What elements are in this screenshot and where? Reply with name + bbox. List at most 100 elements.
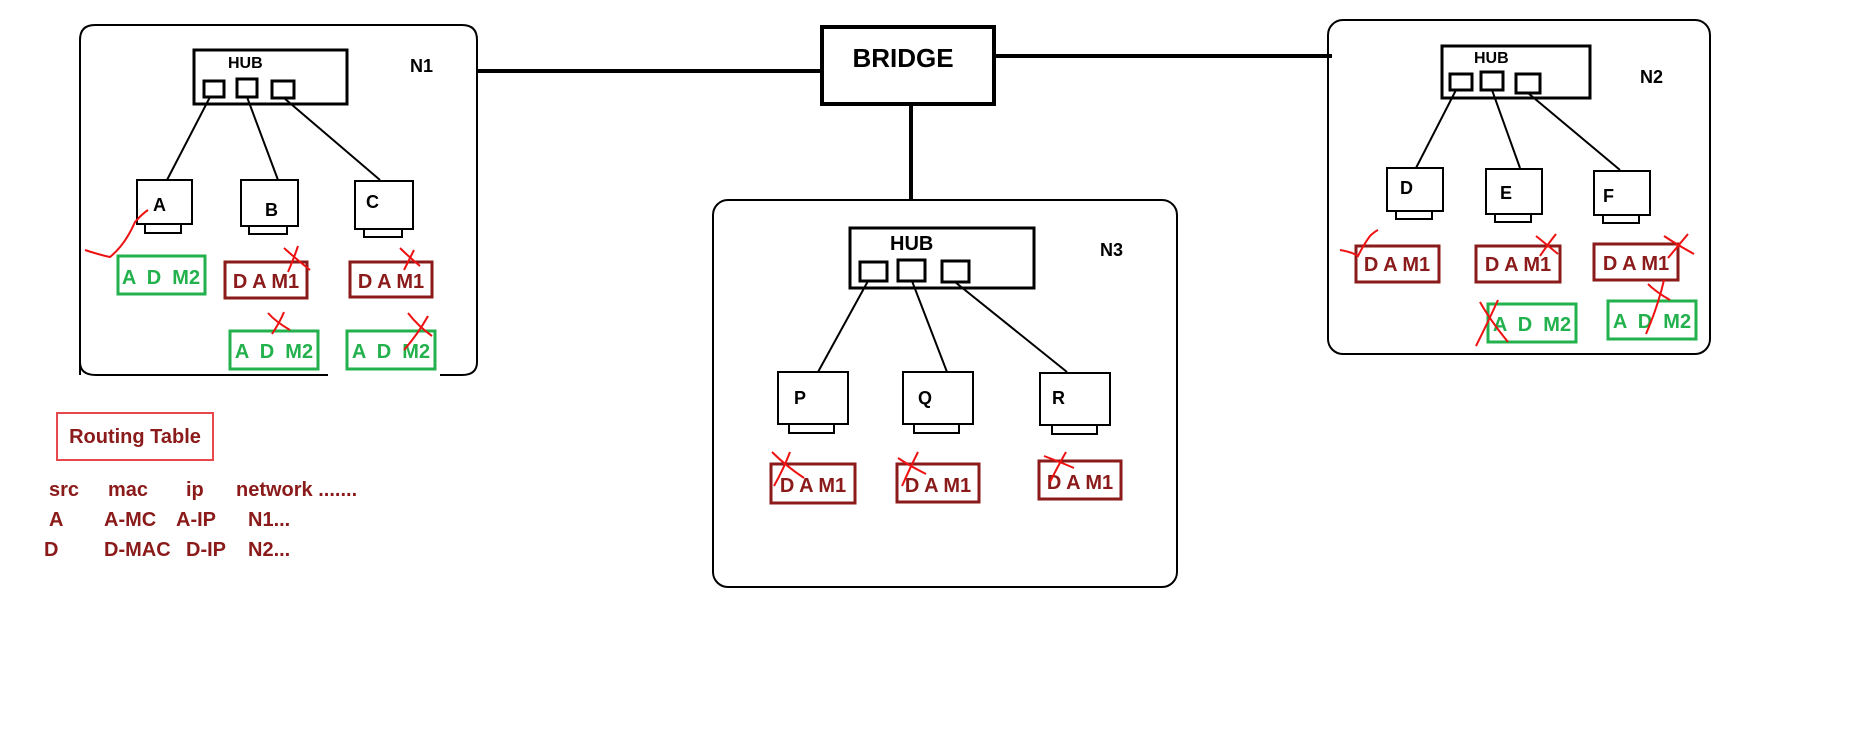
packet-d-m1-label: D A M1 — [1364, 254, 1430, 276]
cable-n3-r — [954, 281, 1068, 373]
host-b-base — [248, 225, 288, 235]
packet-f-m1-label: D A M1 — [1603, 253, 1669, 275]
host-p-label: P — [794, 388, 806, 408]
hub-port-n1-1 — [202, 79, 226, 99]
host-e-label: E — [1500, 183, 1512, 203]
routing-header-mac: mac — [108, 479, 149, 501]
routing-table-title-box — [56, 412, 214, 461]
cable-n1-b — [246, 96, 279, 181]
routing-header-ip: ip — [186, 479, 204, 501]
host-q-base — [913, 423, 960, 434]
hub-label-n3: HUB — [890, 233, 933, 255]
packet-e-m2-label: A D M2 — [1493, 314, 1571, 336]
packet-c-m2 — [345, 329, 437, 371]
tick-mark-d — [1339, 229, 1379, 258]
bridge-box — [820, 25, 996, 106]
routing-row-1-src: A — [49, 509, 64, 531]
cross-mark-f-m2 — [1645, 279, 1671, 335]
routing-row-2-src: D — [44, 539, 59, 561]
hub-n3 — [848, 226, 1036, 290]
host-d — [1386, 167, 1444, 212]
host-d-base — [1395, 210, 1433, 220]
packet-f-m2-label: A D M2 — [1613, 311, 1691, 333]
host-r-label: R — [1052, 388, 1065, 408]
cable-n1-a — [166, 96, 211, 181]
host-a-base — [144, 223, 182, 234]
packet-q-m1 — [895, 462, 981, 504]
host-c — [354, 180, 414, 230]
packet-c-m2-label: A D M2 — [352, 341, 430, 363]
network-n3-boundary — [712, 199, 1178, 588]
packet-b-m2-label: A D M2 — [235, 341, 313, 363]
network-label-n2: N2 — [1640, 67, 1663, 87]
routing-row-1-mac: A-MC — [104, 509, 157, 531]
packet-p-m1 — [769, 462, 857, 505]
packet-r-m1-label: D A M1 — [1047, 472, 1113, 494]
host-e — [1485, 168, 1543, 215]
routing-row-1-network: N1... — [248, 509, 291, 531]
packet-r-m1 — [1037, 459, 1123, 501]
cable-n2-f — [1527, 92, 1621, 171]
cross-mark-q — [897, 451, 927, 487]
host-f-base — [1602, 214, 1640, 224]
hub-label-n2: HUB — [1474, 50, 1509, 67]
hub-label-n1: HUB — [228, 55, 263, 72]
host-q — [902, 371, 974, 425]
host-b — [240, 179, 299, 227]
cross-mark-b-m1 — [283, 245, 311, 273]
packet-e-m1-label: D A M1 — [1485, 254, 1551, 276]
packet-b-m1-label: D A M1 — [233, 271, 299, 293]
routing-row-2-network: N2... — [248, 539, 291, 561]
hub-port-n3-2 — [896, 258, 927, 283]
packet-f-m2 — [1606, 299, 1698, 341]
host-b-label: B — [265, 200, 278, 220]
cable-n3-q — [911, 280, 948, 373]
network-n2-boundary — [1327, 19, 1711, 355]
host-c-base — [363, 228, 403, 238]
host-r — [1039, 372, 1111, 426]
host-f-label: F — [1603, 186, 1614, 206]
bridge-label: BRIDGE — [852, 43, 953, 73]
hub-port-n2-1 — [1448, 72, 1474, 92]
network-label-n1: N1 — [410, 56, 433, 76]
packet-e-m1 — [1474, 244, 1562, 284]
routing-header-src: src — [49, 479, 80, 501]
cross-mark-f-m1 — [1663, 233, 1695, 259]
host-f — [1593, 170, 1651, 216]
cable-n3-p — [817, 280, 869, 373]
cross-mark-e-m1 — [1535, 233, 1559, 257]
cable-n1-c — [283, 97, 381, 181]
host-e-base — [1494, 213, 1532, 223]
packet-f-m1 — [1592, 242, 1680, 282]
packet-b-m1 — [223, 260, 309, 300]
host-q-label: Q — [918, 388, 932, 408]
cross-mark-e-m2 — [1475, 299, 1509, 347]
host-r-base — [1051, 424, 1098, 435]
host-p — [777, 371, 849, 425]
routing-header-network: network ....... — [236, 479, 358, 501]
packet-a-m2-label: A D M2 — [122, 267, 200, 289]
host-d-label: D — [1400, 178, 1413, 198]
routing-row-2-mac: D-MAC — [104, 539, 171, 561]
host-p-base — [788, 423, 835, 434]
cross-mark-c-m2 — [403, 312, 433, 351]
packet-c-m1-label: D A M1 — [358, 271, 424, 293]
network-label-n3: N3 — [1100, 240, 1123, 260]
routing-table-title: Routing Table — [69, 426, 201, 448]
hub-port-n1-3 — [270, 79, 296, 100]
packet-p-m1-label: D A M1 — [780, 475, 846, 497]
routing-row-1-ip: A-IP — [176, 509, 216, 531]
cable-n2-e — [1491, 89, 1521, 169]
packet-d-m1 — [1354, 244, 1441, 284]
packet-a-m2 — [116, 254, 207, 296]
cross-mark-r — [1043, 451, 1075, 483]
packet-q-m1-label: D A M1 — [905, 475, 971, 497]
cross-mark-c-m1 — [399, 247, 421, 271]
network-n1-boundary — [79, 24, 478, 376]
cross-mark-b-m2 — [267, 311, 291, 335]
tick-mark-a — [84, 209, 149, 259]
cable-n2-d — [1415, 89, 1457, 169]
routing-row-2-ip: D-IP — [186, 539, 226, 561]
cross-mark-p — [771, 451, 805, 487]
